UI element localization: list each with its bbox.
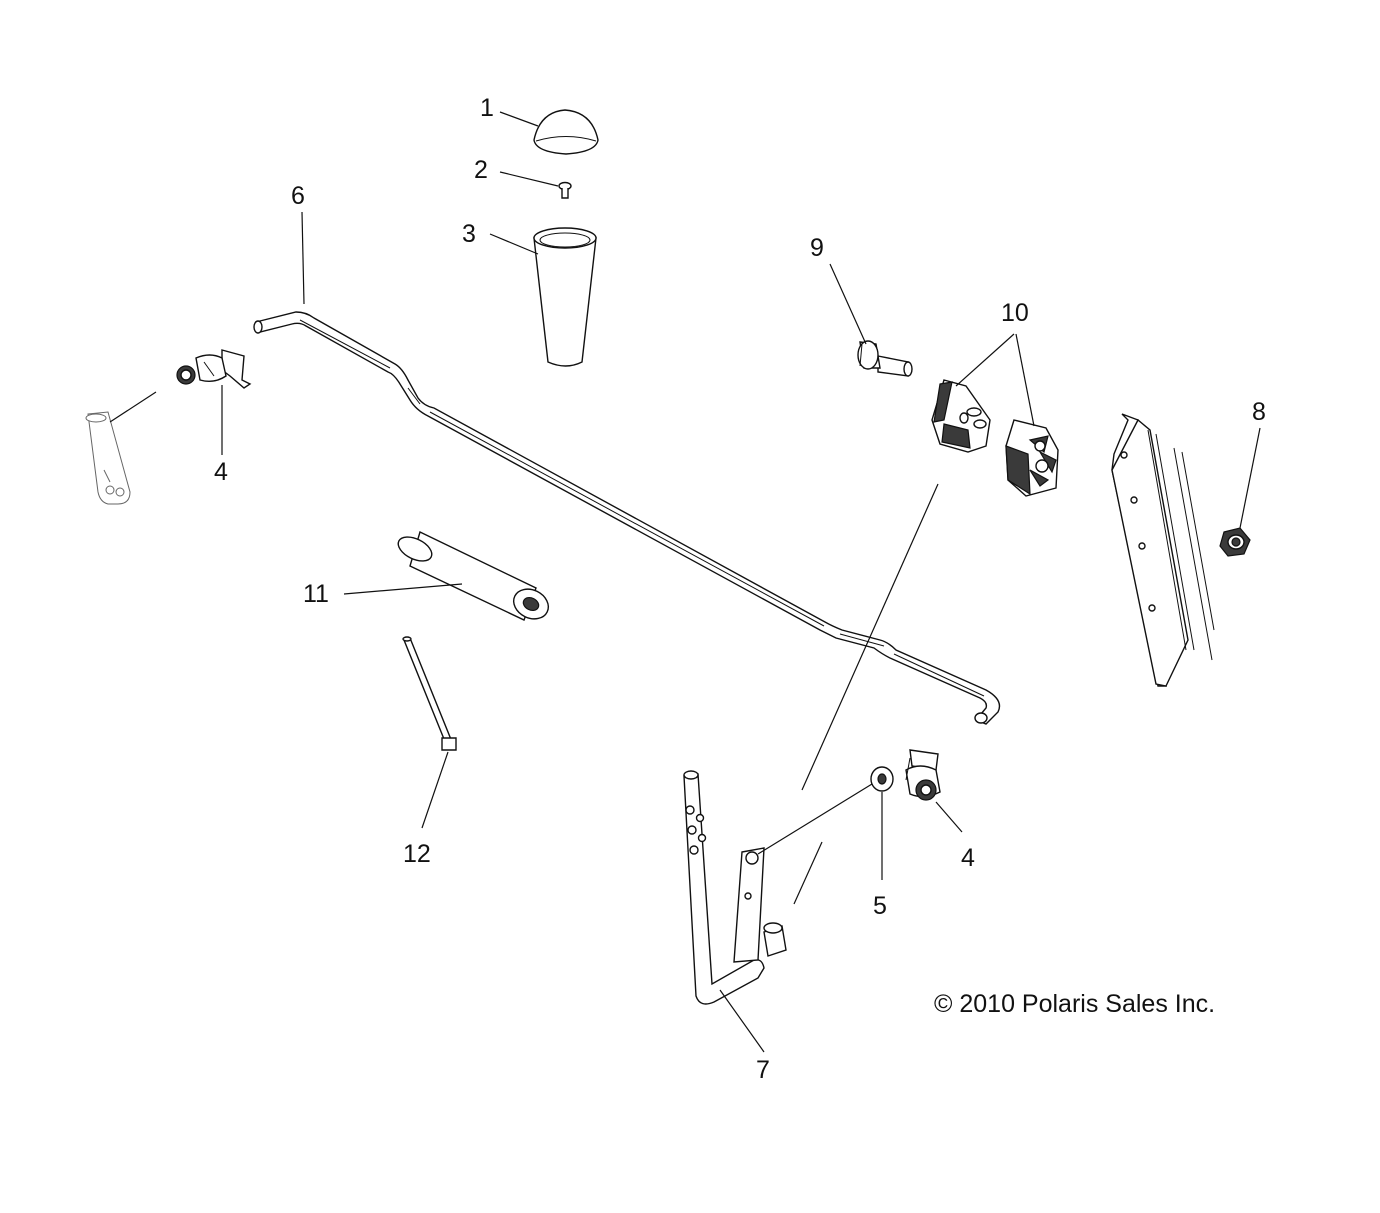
leader-axis-2	[793, 841, 823, 905]
callout-5: 5	[873, 892, 887, 920]
knob-cap	[533, 109, 599, 155]
callout-3: 3	[462, 220, 476, 248]
shift-knob	[533, 227, 597, 367]
ball-joint-right	[905, 749, 941, 801]
lock-nut	[1219, 527, 1251, 557]
leader-7	[719, 989, 765, 1053]
leader-9	[829, 263, 867, 345]
leader-lines	[109, 111, 1261, 1053]
shift-lever	[683, 770, 787, 1005]
washer	[870, 766, 894, 792]
callouts: 1 2 3 6 4 9 10 8 11 12 5 4 7	[214, 94, 1266, 1084]
leader-11	[343, 583, 463, 595]
leader-axis	[801, 483, 939, 791]
pivot-block-right	[1005, 419, 1059, 497]
callout-9: 9	[810, 234, 824, 262]
callout-12: 12	[403, 840, 431, 868]
mounting-plate	[1111, 413, 1215, 687]
callout-4-right: 4	[961, 844, 975, 872]
callout-2: 2	[474, 156, 488, 184]
copyright-notice: © 2010 Polaris Sales Inc.	[934, 990, 1215, 1018]
leader-10b	[1015, 333, 1035, 427]
leader-1	[499, 111, 539, 127]
callout-4-left: 4	[214, 458, 228, 486]
leader-4b	[935, 801, 963, 833]
leader-8	[1239, 427, 1261, 529]
leader-4a-ghost	[109, 391, 157, 423]
callout-7: 7	[756, 1056, 770, 1084]
leader-2	[499, 171, 559, 187]
bushing-tube	[397, 531, 550, 621]
leader-6	[301, 211, 305, 305]
long-pin	[402, 636, 457, 751]
leader-washer-link	[757, 783, 873, 855]
shift-rod	[253, 311, 1001, 725]
callout-6: 6	[291, 182, 305, 210]
callout-10: 10	[1001, 299, 1029, 327]
callout-11: 11	[303, 580, 329, 608]
flange-bolt	[857, 340, 913, 377]
pivot-block-left	[931, 379, 991, 453]
link-arm-left	[85, 411, 131, 505]
callout-1: 1	[480, 94, 494, 122]
leader-3	[489, 233, 539, 255]
callout-8: 8	[1252, 398, 1266, 426]
screw	[558, 181, 572, 199]
leader-12	[421, 751, 449, 829]
ball-joint-left	[176, 349, 252, 389]
leader-10a	[955, 333, 1015, 387]
